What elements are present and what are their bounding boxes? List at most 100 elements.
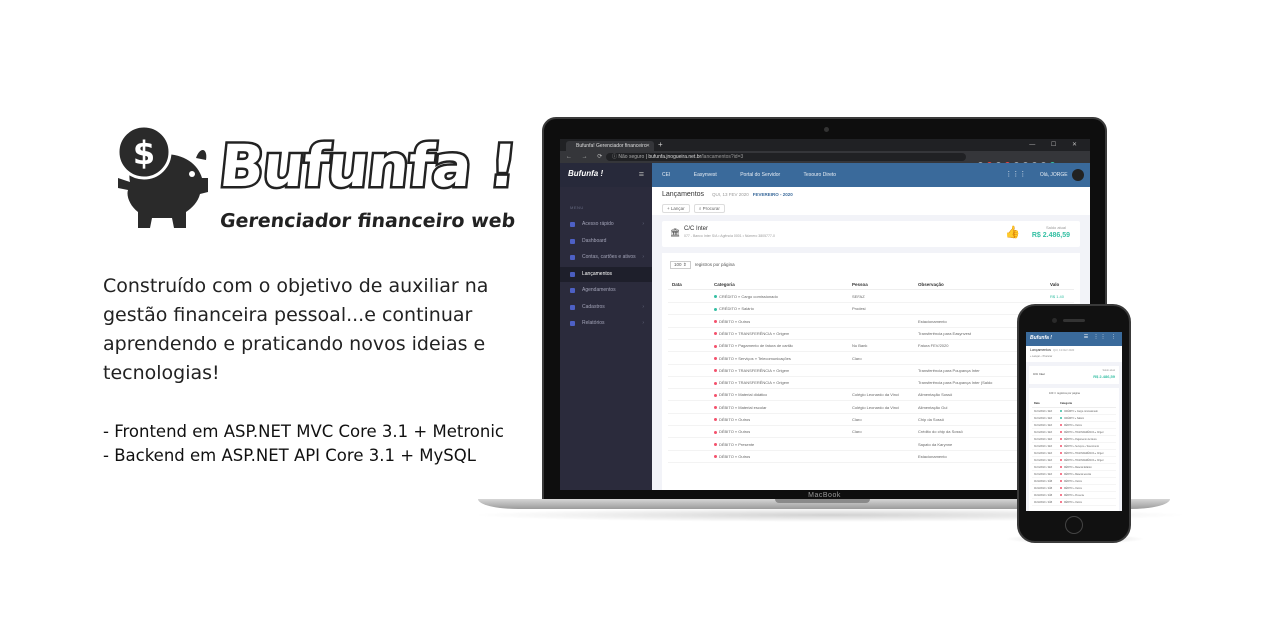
phone-col-categoria[interactable]: Categoria — [1060, 402, 1072, 405]
page-size: 100 ⇕ registros por página — [670, 261, 735, 269]
category-dot-icon — [1060, 459, 1062, 462]
phone-page-title-text: Lançamentos — [1030, 348, 1052, 352]
category-dot-icon — [1060, 417, 1062, 420]
add-entry-button[interactable]: + Lançar — [662, 204, 690, 213]
avatar[interactable] — [1072, 168, 1084, 181]
close-tab-icon[interactable]: ✕ — [645, 143, 650, 149]
project-description: Construído com o objetivo de auxiliar na… — [103, 275, 489, 384]
bank-icon: 🏛 — [670, 228, 681, 237]
phone-cell-category: DÉBITO » Serviços » Telecomunic — [1060, 444, 1116, 450]
category-dot-icon — [714, 406, 717, 410]
tech-list: - Frontend em ASP.NET MVC Core 3.1 + Met… — [103, 420, 543, 468]
top-link-cei[interactable]: CEI — [662, 172, 671, 178]
sidebar-item-3[interactable]: Lançamentos — [560, 266, 652, 282]
phone-col-data[interactable]: Data — [1034, 402, 1040, 405]
phone-cell-category-value: DÉBITO » Outros — [1064, 481, 1082, 483]
nav-buttons[interactable]: ← → ⟳ — [566, 154, 607, 160]
browser-tab[interactable]: Bufunfa! Gerenciador financeiro ✕ — [566, 141, 654, 151]
extension-icons[interactable] — [974, 154, 1084, 167]
phone-app-logo[interactable]: Bufunfa ! — [1030, 335, 1052, 341]
page-size-select[interactable]: 100 ⇕ — [670, 261, 691, 269]
period-selector[interactable]: FEVEREIRO - 2020 — [752, 192, 793, 197]
sidebar-item-4[interactable]: Agendamentos — [560, 283, 652, 298]
app: Bufunfa ! ≡ MENU Acesso rápido›Dashboard… — [560, 163, 1090, 490]
top-link-portal-servidor[interactable]: Portal do Servidor — [740, 172, 781, 178]
cell-category: CRÉDITO » Salário — [714, 303, 848, 315]
home-button[interactable] — [1065, 516, 1083, 534]
sidebar-item-6[interactable]: Relatórios› — [560, 316, 652, 331]
top-link-tesouro-direto[interactable]: Tesouro Direto — [803, 172, 837, 178]
laptop-notch — [775, 499, 870, 503]
address-bar[interactable]: ⓘ Não seguro | bufunfa.jnogueira.net.br/… — [606, 153, 966, 161]
sidebar-item-0[interactable]: Acesso rápido› — [560, 217, 652, 232]
col-categoria[interactable]: Categoria — [714, 282, 735, 287]
sidebar-item-5[interactable]: Cadastros› — [560, 300, 652, 315]
cell-observation: Alimentação Sossô — [918, 392, 953, 398]
phone-account-name[interactable]: C/C Inter — [1033, 372, 1046, 376]
col-data[interactable]: Data — [672, 282, 682, 287]
account-name[interactable]: C/C Inter — [684, 226, 709, 232]
phone-actions[interactable]: + Lançar ⌕ Procurar — [1030, 355, 1053, 358]
phone-page-size[interactable]: 100 ⇕ registros por página — [1049, 392, 1080, 395]
cell-observation: Estacionamento — [918, 453, 947, 459]
search-button[interactable]: ⌕ Procurar — [693, 204, 725, 213]
phone-cell-category-value: DÉBITO » Presente — [1064, 495, 1085, 497]
menu-toggle-icon[interactable]: ≡ — [638, 169, 644, 179]
new-tab-icon[interactable]: + — [658, 140, 663, 149]
cell-category: DÉBITO » Material didático — [714, 389, 848, 401]
phone-menu-icons[interactable]: ☰ ⋮⋮ ⋮ — [1083, 334, 1118, 340]
cell-category: DÉBITO » Serviços » Telecomunicações — [714, 353, 848, 365]
sidebar-item-2[interactable]: Contas, cartões e ativos› — [560, 250, 652, 265]
sidebar-item-label: Cadastros — [582, 303, 605, 310]
transfer-icon — [570, 271, 575, 277]
phone-cell-category: CRÉDITO » Cargo comissionado — [1060, 409, 1116, 415]
category-dot-icon — [1060, 410, 1062, 413]
cell-category: DÉBITO » TRANSFERÊNCIA » Origem — [714, 365, 848, 377]
col-pessoa[interactable]: Pessoa — [852, 282, 868, 287]
category-dot-icon — [1060, 487, 1062, 490]
sidebar-item-label: Agendamentos — [582, 287, 616, 293]
top-link-easynvest[interactable]: Easynvest — [693, 172, 717, 178]
phone-cell-date: 31/01/2020 • SEX — [1034, 453, 1053, 455]
cell-person: SEFAZ — [852, 294, 865, 299]
cell-value: R$ 1.40 — [1050, 294, 1065, 299]
user-menu[interactable]: ⋮⋮⋮ Olá, JORGE — [1005, 168, 1084, 182]
subheader-actions: + Lançar ⌕ Procurar — [662, 204, 728, 213]
col-observacao[interactable]: Observação — [918, 282, 944, 287]
col-valor[interactable]: Valo — [1050, 282, 1060, 287]
app-logo[interactable]: Bufunfa ! — [568, 169, 604, 178]
window-controls[interactable]: — ☐ ✕ — [1029, 142, 1084, 148]
browser-tabbar: Bufunfa! Gerenciador financeiro ✕ + — ☐ … — [560, 139, 1090, 151]
cell-category: DÉBITO » TRANSFERÊNCIA » Origem — [714, 377, 848, 389]
sidebar-item-1[interactable]: Dashboard — [560, 234, 652, 249]
apps-grid-icon[interactable]: ⋮⋮⋮ — [1005, 171, 1027, 178]
